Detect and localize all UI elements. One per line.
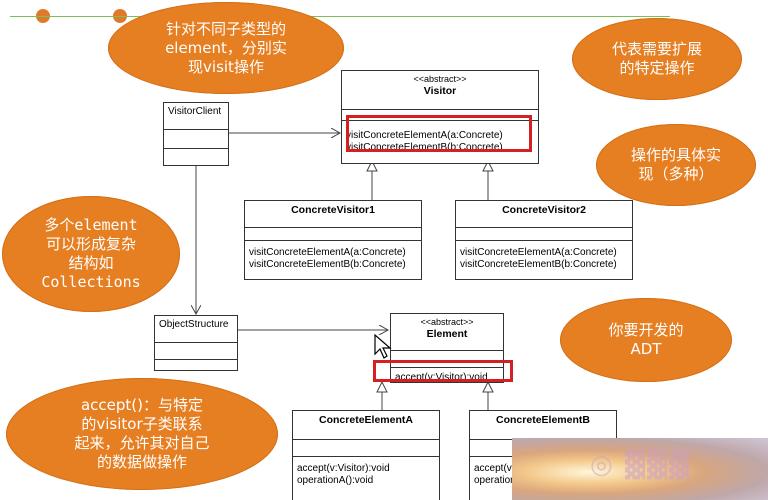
cea-op-accept: accept(v:Visitor):void (297, 463, 390, 474)
concrete-element-b-name: ConcreteElementB (496, 414, 590, 426)
concrete-visitor1-name: ConcreteVisitor1 (291, 204, 375, 216)
corner-glow (512, 438, 768, 500)
visitor-name: Visitor (423, 85, 457, 97)
element-stereotype: <<abstract>> (420, 317, 474, 327)
bubble-visit-ops-text: 针对不同子类型的 element，分别实 现visit操作 (165, 19, 287, 76)
class-concrete-visitor2: ConcreteVisitor2 visitConcreteElementA(a… (455, 200, 633, 280)
bubble-accept: accept()：与特定 的visitor子类联系 起来，允许其对自己 的数据做… (6, 378, 278, 490)
visitor-op-b: visitConcreteElementB(b:Concrete) (346, 142, 503, 153)
bubble-adt: 你要开发的 ADT (560, 298, 732, 382)
visitor-stereotype: <<abstract>> (413, 74, 467, 84)
visitor-client-name: VisitorClient (164, 103, 228, 130)
bubble-extension-text: 代表需要扩展 的特定操作 (611, 40, 702, 77)
bubble-extension: 代表需要扩展 的特定操作 (572, 18, 742, 100)
element-op-accept: accept(v:Visitor):void (395, 372, 488, 383)
cv1-op-a: visitConcreteElementA(a:Concrete) (249, 247, 406, 258)
bubble-collections-text: 多个element 可以形成复杂 结构如 Collections (41, 216, 141, 291)
cea-op-operation: operationA():void (297, 475, 374, 486)
class-concrete-visitor1: ConcreteVisitor1 visitConcreteElementA(a… (244, 200, 422, 280)
bubble-collections: 多个element 可以形成复杂 结构如 Collections (2, 196, 180, 312)
class-object-structure: ObjectStructure (154, 315, 238, 371)
visitor-ops-highlight (346, 115, 532, 152)
bubble-visit-ops: 针对不同子类型的 element，分别实 现visit操作 (108, 2, 344, 94)
cv2-op-b: visitConcreteElementB(b:Concrete) (460, 259, 617, 270)
object-structure-name: ObjectStructure (155, 316, 237, 343)
cv2-op-a: visitConcreteElementA(a:Concrete) (460, 247, 617, 258)
element-name: Element (426, 328, 468, 340)
element-accept-highlight (373, 360, 513, 382)
concrete-element-a-name: ConcreteElementA (319, 414, 413, 426)
visitor-op-a: visitConcreteElementA(a:Concrete) (346, 130, 503, 141)
bubble-concrete-ops-text: 操作的具体实 现（多种） (630, 146, 721, 183)
watermark-logo: ◎ ▓▓▓ (590, 450, 691, 480)
header-rule (10, 16, 670, 17)
mouse-cursor-icon (374, 334, 392, 359)
class-visitor-client: VisitorClient (163, 102, 229, 166)
concrete-visitor2-name: ConcreteVisitor2 (502, 204, 586, 216)
class-concrete-element-a: ConcreteElementA accept(v:Visitor):void … (292, 410, 440, 500)
bubble-accept-text: accept()：与特定 的visitor子类联系 起来，允许其对自己 的数据做… (74, 396, 210, 471)
bubble-concrete-ops: 操作的具体实 现（多种） (596, 124, 756, 206)
bubble-adt-text: 你要开发的 ADT (608, 321, 684, 358)
cv1-op-b: visitConcreteElementB(b:Concrete) (249, 259, 406, 270)
